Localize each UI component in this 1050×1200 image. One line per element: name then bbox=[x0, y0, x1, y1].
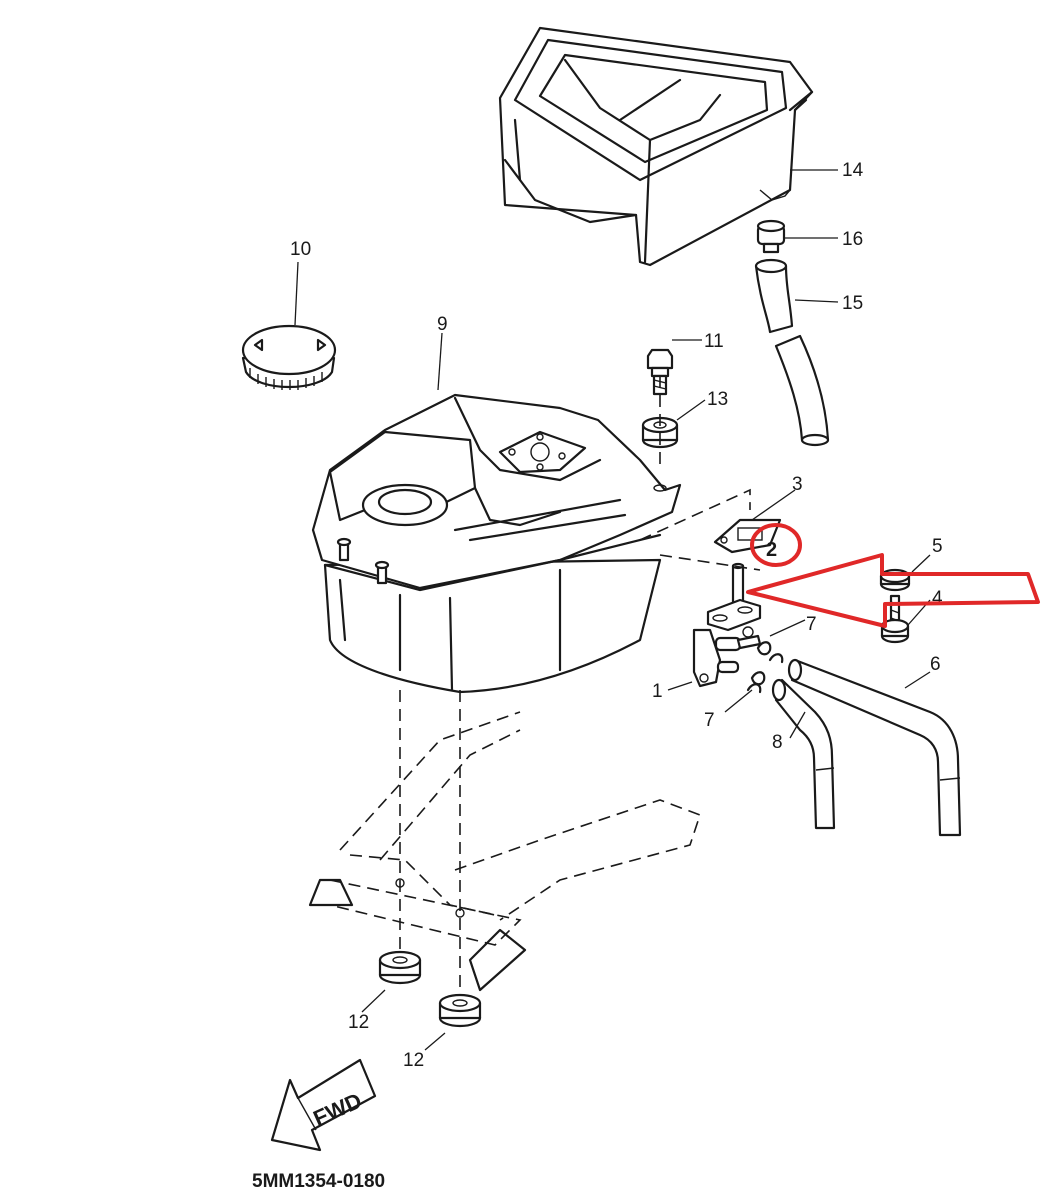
alignment-lines bbox=[399, 376, 761, 1000]
callout-16: 16 bbox=[842, 229, 863, 250]
part-7-clips bbox=[746, 641, 784, 694]
callout-11: 11 bbox=[704, 331, 724, 352]
callout-5: 5 bbox=[932, 536, 943, 557]
part-10-fuel-cap bbox=[241, 324, 337, 390]
leader-lines bbox=[294, 169, 931, 1051]
callout-14: 14 bbox=[842, 160, 864, 181]
callout-3: 3 bbox=[792, 474, 803, 495]
callout-10: 10 bbox=[290, 239, 311, 260]
callout-13: 13 bbox=[707, 389, 728, 410]
frame-phantom bbox=[308, 711, 702, 992]
callout-labels: 14 16 15 10 9 11 13 3 2 5 4 6 1 7 7 8 12… bbox=[290, 160, 943, 1071]
callout-15: 15 bbox=[842, 293, 863, 314]
fwd-arrow: FWD bbox=[270, 1058, 377, 1152]
part-14-storage-box bbox=[498, 26, 814, 267]
red-highlight bbox=[746, 523, 1040, 628]
highlight-arrow bbox=[746, 553, 1040, 628]
part-12-damper-b bbox=[438, 993, 482, 1028]
part-code: 5MM1354-0180 bbox=[252, 1171, 385, 1192]
callout-12-right: 12 bbox=[403, 1050, 424, 1071]
part-1-fuel-cock bbox=[692, 598, 762, 688]
callout-8: 8 bbox=[772, 732, 783, 753]
callout-12-left: 12 bbox=[348, 1012, 369, 1033]
part-6-hose bbox=[787, 658, 962, 837]
callout-9: 9 bbox=[437, 314, 448, 335]
callout-4: 4 bbox=[932, 588, 943, 609]
part-9-fuel-tank bbox=[311, 393, 682, 694]
callout-7-top: 7 bbox=[806, 614, 817, 635]
part-16-hose-joint bbox=[756, 219, 786, 254]
part-8-hose bbox=[771, 678, 836, 830]
part-15-breather-hose bbox=[754, 258, 830, 447]
callout-2: 2 bbox=[766, 539, 777, 561]
callout-6: 6 bbox=[930, 654, 941, 675]
highlight-circle bbox=[750, 523, 802, 567]
callout-1: 1 bbox=[652, 681, 663, 702]
part-12-damper-a bbox=[378, 950, 422, 985]
callout-7-bottom: 7 bbox=[704, 710, 715, 731]
